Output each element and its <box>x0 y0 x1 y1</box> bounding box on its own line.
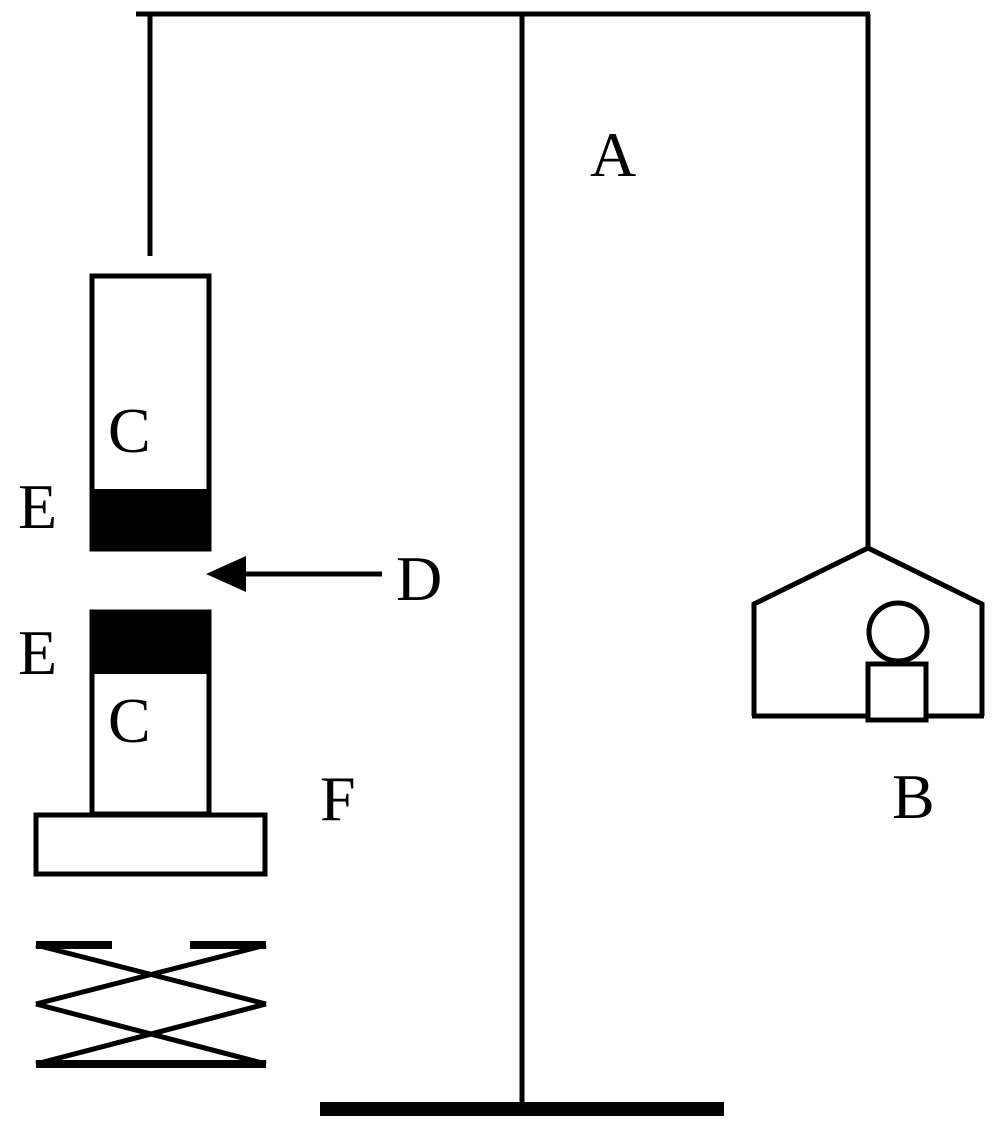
label-c-lower: C <box>108 685 151 756</box>
weight-block <box>865 661 929 723</box>
pan-outline <box>751 545 985 716</box>
upper-block-dark-face <box>92 489 209 549</box>
label-c-upper: C <box>108 395 151 466</box>
label-a: A <box>590 119 636 190</box>
label-d: D <box>396 543 442 614</box>
label-b: B <box>892 761 935 832</box>
arrow-head-icon <box>206 556 246 592</box>
label-e-upper: E <box>18 471 57 542</box>
weight-ball <box>866 600 930 664</box>
label-e-lower: E <box>18 617 57 688</box>
scissor-lift <box>35 941 267 1068</box>
lift-arm <box>35 942 267 1007</box>
upper-block <box>89 273 212 552</box>
lower-block <box>89 609 212 817</box>
gap-arrow <box>206 556 382 592</box>
lift-arm <box>35 1001 267 1067</box>
balance-pan <box>751 545 985 723</box>
platform <box>33 812 268 877</box>
stand <box>136 11 870 1116</box>
label-f: F <box>320 763 356 834</box>
lower-block-dark-face <box>92 612 209 674</box>
